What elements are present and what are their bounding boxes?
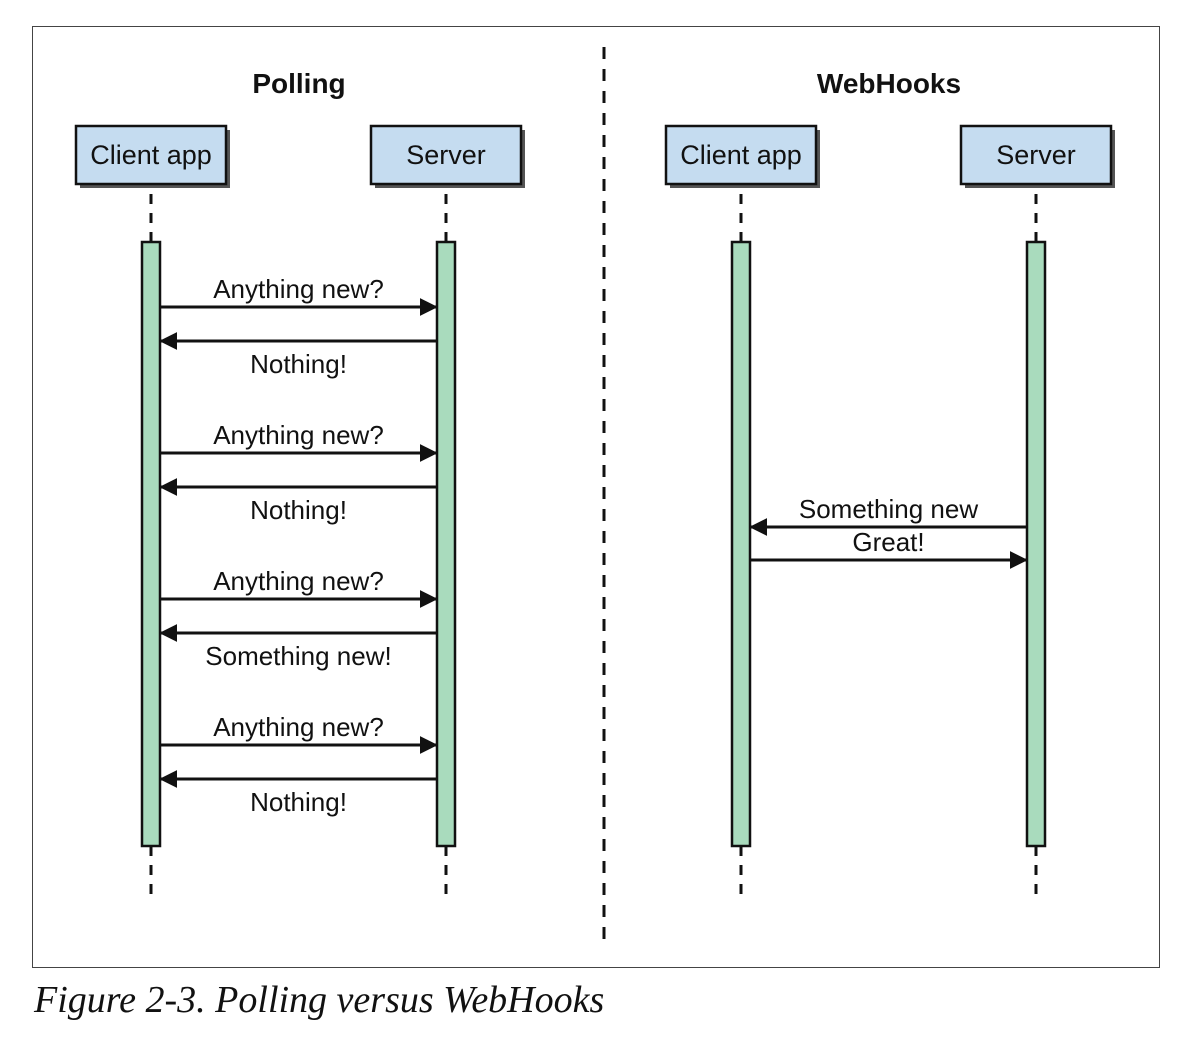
- message-label: Nothing!: [250, 349, 347, 379]
- participant-server: Server: [959, 124, 1115, 897]
- message: Great!: [751, 527, 1028, 569]
- message: Something new!: [159, 624, 436, 671]
- panel-title: WebHooks: [817, 68, 961, 99]
- participant-client: Client app: [74, 124, 230, 897]
- panel-title: Polling: [252, 68, 345, 99]
- participant-client: Client app: [664, 124, 820, 897]
- activation-bar: [435, 240, 457, 848]
- activation-bar: [730, 240, 752, 848]
- participant-box: [664, 124, 818, 186]
- message-label: Nothing!: [250, 787, 347, 817]
- participant-label: Client app: [90, 140, 212, 170]
- message-label: Nothing!: [250, 495, 347, 525]
- participant-label: Server: [996, 140, 1076, 170]
- message: Nothing!: [159, 332, 436, 379]
- participant-server: Server: [369, 124, 525, 897]
- message: Nothing!: [159, 770, 436, 817]
- message-label: Anything new?: [213, 274, 384, 304]
- message: Anything new?: [161, 712, 438, 754]
- message: Something new: [749, 494, 1026, 536]
- participant-label: Server: [406, 140, 486, 170]
- message: Anything new?: [161, 420, 438, 462]
- message-label: Anything new?: [213, 712, 384, 742]
- figure-caption: Figure 2-3. Polling versus WebHooks: [34, 979, 605, 1021]
- message: Anything new?: [161, 274, 438, 316]
- message-label: Something new: [799, 494, 978, 524]
- activation-bar: [1025, 240, 1047, 848]
- message-label: Great!: [852, 527, 924, 557]
- participant-box: [959, 124, 1113, 186]
- message: Anything new?: [161, 566, 438, 608]
- participant-box: [369, 124, 523, 186]
- activation-bar: [140, 240, 162, 848]
- message: Nothing!: [159, 478, 436, 525]
- participant-label: Client app: [680, 140, 802, 170]
- message-label: Anything new?: [213, 420, 384, 450]
- message-label: Anything new?: [213, 566, 384, 596]
- participant-box: [74, 124, 228, 186]
- message-label: Something new!: [205, 641, 391, 671]
